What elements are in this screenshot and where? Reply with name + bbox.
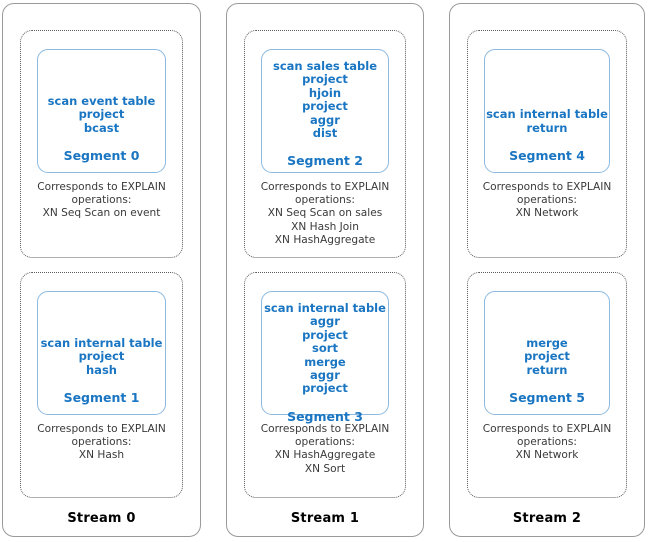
segment-steps-3: scan internal table aggr project sort me… xyxy=(262,301,388,396)
segment-steps-2: scan sales table project hjoin project a… xyxy=(262,59,388,141)
segment-name-1: Segment 1 xyxy=(63,390,140,405)
segment-step: aggr xyxy=(310,314,340,329)
segment-step: aggr xyxy=(310,368,340,383)
stream-label-0: Stream 0 xyxy=(67,511,136,526)
segment-step: scan event table xyxy=(47,93,156,108)
segment-steps-0: scan event table project bcast xyxy=(38,93,165,135)
explain-lead-2: operations: xyxy=(517,436,577,449)
segment-step: project xyxy=(302,72,348,87)
segment-wrapper-3: scan internal table aggr project sort me… xyxy=(244,272,406,498)
segment-step: merge xyxy=(526,335,568,350)
explain-operation: XN HashAggregate xyxy=(274,449,376,462)
segment-step: project xyxy=(78,349,125,364)
segment-step: scan sales table xyxy=(272,59,378,73)
explain-operation: XN Network xyxy=(515,449,579,462)
explain-lead: Corresponds to EXPLAIN xyxy=(260,181,390,193)
explain-operation: XN Seq Scan on sales xyxy=(267,207,383,220)
segment-name-0: Segment 0 xyxy=(63,148,140,163)
explain-lead-2: operations: xyxy=(71,436,132,449)
stream-label-2: Stream 2 xyxy=(512,511,582,526)
segment-wrapper-4: scan internal table return Segment 4 Cor… xyxy=(467,30,627,258)
segment-steps-5: merge project return xyxy=(485,335,609,377)
segment-step: return xyxy=(526,120,568,135)
explain-lead: Corresponds to EXPLAIN xyxy=(260,423,390,435)
explain-operation: XN Network xyxy=(515,207,579,220)
segment-step: project xyxy=(302,327,348,342)
explain-caption-1: Corresponds to EXPLAIN operations: XN Ha… xyxy=(27,423,176,463)
segment-box-1: scan internal table project hash Segment… xyxy=(37,291,166,415)
segment-step: scan internal table xyxy=(40,335,163,350)
explain-operation: XN Hash Join xyxy=(291,220,359,233)
explain-lead: Corresponds to EXPLAIN xyxy=(482,181,612,193)
stream-column-0: scan event table project bcast Segment 0… xyxy=(2,3,201,537)
stream-column-1: scan sales table project hjoin project a… xyxy=(226,3,424,537)
explain-operation: XN Sort xyxy=(304,462,346,475)
segment-wrapper-5: merge project return Segment 5 Correspon… xyxy=(467,272,627,498)
segment-wrapper-1: scan internal table project hash Segment… xyxy=(20,272,183,498)
segment-box-0: scan event table project bcast Segment 0 xyxy=(37,49,166,173)
explain-operation: XN Hash xyxy=(78,449,125,462)
explain-caption-0: Corresponds to EXPLAIN operations: XN Se… xyxy=(27,181,176,221)
segment-step: hjoin xyxy=(308,85,342,100)
segment-step: sort xyxy=(312,341,338,356)
explain-lead: Corresponds to EXPLAIN xyxy=(37,423,166,435)
segment-step: bcast xyxy=(83,120,120,135)
segment-steps-4: scan internal table return xyxy=(485,107,609,135)
segment-step: return xyxy=(526,362,568,377)
explain-lead-2: operations: xyxy=(295,194,355,207)
explain-operation: XN Seq Scan on event xyxy=(42,207,161,220)
segment-wrapper-2: scan sales table project hjoin project a… xyxy=(244,30,406,258)
segment-name-2: Segment 2 xyxy=(287,153,363,169)
segment-step: project xyxy=(78,107,125,122)
explain-lead: Corresponds to EXPLAIN xyxy=(482,423,612,435)
explain-caption-3: Corresponds to EXPLAIN operations: XN Ha… xyxy=(251,423,399,476)
explain-operation: XN HashAggregate xyxy=(274,233,376,246)
segment-name-5: Segment 5 xyxy=(509,390,585,405)
segment-name-3: Segment 3 xyxy=(287,408,363,424)
segment-step: project xyxy=(302,381,348,396)
segment-box-3: scan internal table aggr project sort me… xyxy=(261,291,389,424)
segment-step: hash xyxy=(86,362,117,377)
explain-caption-4: Corresponds to EXPLAIN operations: XN Ne… xyxy=(474,181,620,221)
segment-box-4: scan internal table return Segment 4 xyxy=(484,49,610,173)
segment-box-5: merge project return Segment 5 xyxy=(484,291,610,415)
segment-step: project xyxy=(302,99,348,114)
segment-step: merge xyxy=(304,354,346,369)
segment-step: scan internal table xyxy=(486,107,608,122)
segment-steps-1: scan internal table project hash xyxy=(38,335,165,377)
stream-column-2: scan internal table return Segment 4 Cor… xyxy=(449,3,645,537)
explain-lead: Corresponds to EXPLAIN xyxy=(37,181,166,193)
stream-label-1: Stream 1 xyxy=(290,511,360,526)
explain-lead-2: operations: xyxy=(295,436,355,449)
explain-lead-2: operations: xyxy=(71,194,132,207)
segment-box-2: scan sales table project hjoin project a… xyxy=(261,49,389,173)
segment-wrapper-0: scan event table project bcast Segment 0… xyxy=(20,30,183,258)
explain-caption-5: Corresponds to EXPLAIN operations: XN Ne… xyxy=(474,423,620,463)
explain-caption-2: Corresponds to EXPLAIN operations: XN Se… xyxy=(251,181,399,247)
segment-step: dist xyxy=(312,126,338,141)
segment-step: project xyxy=(524,349,570,364)
segment-name-4: Segment 4 xyxy=(509,148,585,163)
segment-step: aggr xyxy=(310,112,340,127)
explain-lead-2: operations: xyxy=(517,194,577,207)
segment-step: scan internal table xyxy=(264,301,386,315)
